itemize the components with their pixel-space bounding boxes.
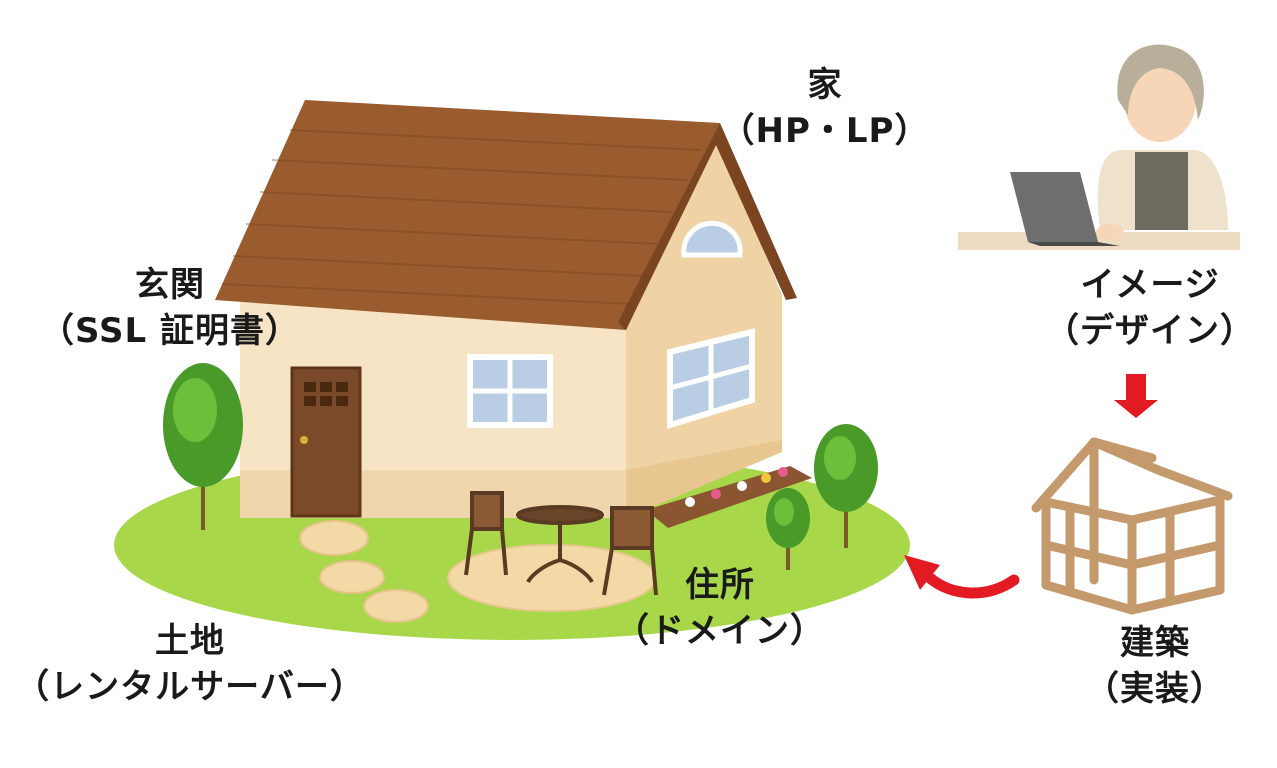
house-illustration [215, 100, 812, 528]
label-land-title: 土地 [155, 621, 225, 661]
stepping-stones [299, 520, 429, 623]
label-house: 家 （HP・LP） [700, 62, 950, 154]
label-address: 住所 （ドメイン） [590, 562, 850, 654]
tree-left [163, 363, 243, 530]
label-image: イメージ （デザイン） [1030, 262, 1270, 354]
label-build: 建築 （実装） [1060, 620, 1250, 712]
label-build-sub: （実装） [1085, 669, 1225, 709]
label-house-title: 家 [807, 65, 843, 105]
woman-with-laptop-illustration [958, 44, 1240, 250]
label-entrance-sub: （SSL 証明書） [40, 311, 300, 351]
label-house-sub: （HP・LP） [720, 111, 930, 151]
label-image-title: イメージ [1080, 265, 1220, 305]
tree-small [766, 488, 810, 570]
curved-arrow-icon [904, 555, 1020, 599]
label-entrance: 玄関 （SSL 証明書） [20, 262, 320, 354]
house-frame-illustration [1031, 437, 1233, 615]
arrow-down-icon [1114, 374, 1158, 418]
label-address-title: 住所 [685, 565, 755, 605]
label-entrance-title: 玄関 [135, 265, 205, 305]
label-image-sub: （デザイン） [1045, 311, 1255, 351]
label-land: 土地 （レンタルサーバー） [10, 618, 370, 710]
label-build-title: 建築 [1120, 623, 1190, 663]
label-address-sub: （ドメイン） [615, 611, 825, 651]
label-land-sub: （レンタルサーバー） [15, 667, 365, 707]
tree-right [814, 424, 878, 548]
patio-furniture [464, 491, 658, 596]
